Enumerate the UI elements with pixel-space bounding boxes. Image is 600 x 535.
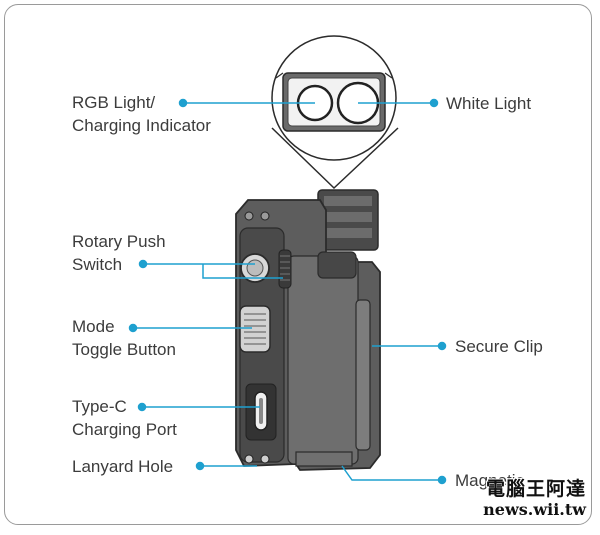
light-zoom-callout	[271, 35, 399, 190]
rotary-switch-label-line2: Switch	[72, 255, 123, 274]
lanyard-hole-label: Lanyard Hole	[72, 457, 174, 476]
rgb-light-label-line2: Charging Indicator	[72, 116, 211, 135]
lanyard-hole	[244, 454, 270, 464]
rotary-switch-label: Rotary Push Switch	[72, 230, 166, 276]
diagram-frame	[4, 4, 592, 525]
watermark-title: 電腦王阿達	[485, 478, 586, 500]
mode-toggle-slider	[239, 305, 271, 353]
mode-toggle-label: Mode Toggle Button	[72, 315, 176, 361]
magnetic-label: Magnetic	[455, 471, 524, 490]
type-c-label: Type-C Charging Port	[72, 395, 177, 441]
type-c-port	[245, 383, 277, 441]
type-c-label-line2: Charging Port	[72, 420, 177, 439]
rotary-switch-label-line1: Rotary Push	[72, 232, 166, 251]
light-head	[317, 189, 379, 251]
type-c-label-line1: Type-C	[72, 397, 127, 416]
mode-toggle-label-line1: Mode	[72, 317, 115, 336]
mode-toggle-label-line2: Toggle Button	[72, 340, 176, 359]
rgb-light-label: RGB Light/ Charging Indicator	[72, 91, 211, 137]
white-light-label: White Light	[446, 94, 532, 113]
secure-clip-label: Secure Clip	[455, 337, 543, 356]
watermark-url: news.wii.tw	[483, 500, 586, 519]
leader-lines	[128, 98, 447, 485]
rgb-light-label-line1: RGB Light/	[72, 93, 156, 112]
